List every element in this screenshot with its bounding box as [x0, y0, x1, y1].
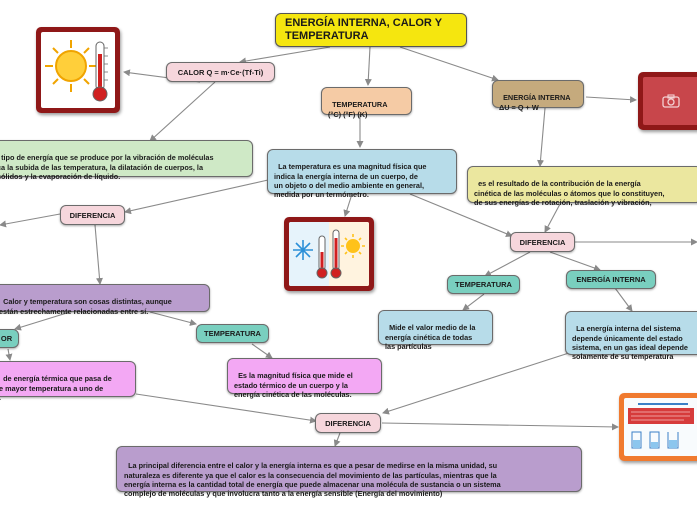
sun-thermometer-icon	[45, 40, 108, 102]
thermometer-sun-image	[36, 27, 120, 113]
camera-image-placeholder	[638, 72, 697, 130]
calor-transfer-definition-node[interactable]: de energía térmica que pasa de e mayor t…	[0, 361, 136, 402]
temperatura-left-node[interactable]: TEMPERATURA	[196, 324, 269, 343]
document-thumbnail-image	[619, 393, 697, 461]
calor-partial-node[interactable]: OR	[0, 329, 19, 348]
hot-cold-icon	[289, 222, 369, 286]
calor-definition-node[interactable]: tipo de energía que se produce por la vi…	[0, 140, 253, 181]
diferencia-right-node[interactable]: DIFERENCIA	[510, 232, 575, 252]
temperatura-units-node[interactable]: TEMPERATURA (°C) (°F) (K)	[321, 87, 412, 119]
temperatura-definition-node[interactable]: La temperatura es una magnitud física qu…	[267, 149, 457, 199]
calor-formula-node[interactable]: CALOR Q = m·Ce·(Tf-Ti)	[166, 62, 275, 82]
calor-temperatura-relacion-node[interactable]: Calor y temperatura son cosas distintas,…	[0, 284, 210, 316]
temp-valor-medio-node[interactable]: Mide el valor medio de la energía cinéti…	[378, 310, 493, 351]
temperatura-right-node[interactable]: TEMPERATURA	[447, 275, 520, 294]
energia-ideal-node[interactable]: La energía interna del sistema depende ú…	[565, 311, 697, 361]
hot-cold-thermometer-image	[284, 217, 374, 291]
energia-formula-node[interactable]: ENERGÍA INTERNA ΔU = Q + W	[492, 80, 584, 112]
conclusion-node[interactable]: La principal diferencia entre el calor y…	[116, 446, 582, 498]
camera-icon	[662, 94, 680, 108]
temp-magnitud-definition-node[interactable]: Es la magnitud física que mide el estado…	[227, 358, 382, 399]
document-preview-icon	[628, 403, 694, 449]
diferencia-left-node[interactable]: DIFERENCIA	[60, 205, 125, 225]
main-title[interactable]: ENERGÍA INTERNA, CALOR Y TEMPERATURA	[275, 13, 467, 47]
diferencia-bottom-node[interactable]: DIFERENCIA	[315, 413, 381, 433]
energia-interna-right-node[interactable]: ENERGÍA INTERNA	[566, 270, 656, 289]
energia-definition-node[interactable]: es el resultado de la contribución de la…	[467, 166, 697, 207]
